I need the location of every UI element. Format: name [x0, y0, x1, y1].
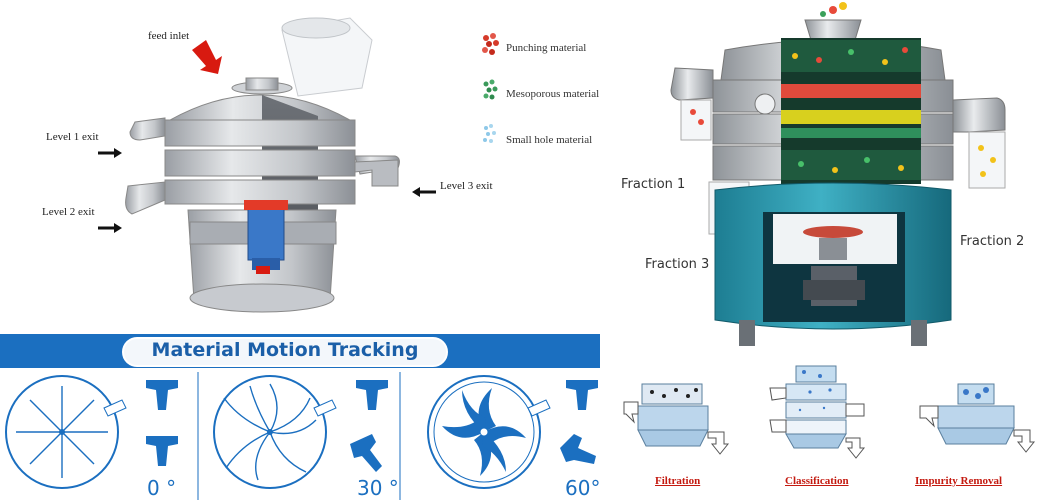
exit-arrows [98, 148, 436, 233]
level3-exit-label: Level 3 exit [440, 180, 493, 192]
sieve-machine-cutaway-diagram [670, 2, 1006, 346]
classification-diagram [769, 365, 866, 459]
spiral-motion-30-icon [213, 375, 337, 489]
mode-impurity-removal-label: Impurity Removal [915, 475, 1003, 487]
angle-30-label: 30 ° [357, 476, 399, 500]
level3-arrow-icon [412, 187, 436, 197]
legend-small-hole-label: Small hole material [506, 134, 593, 146]
weight-setting-0-icon [146, 380, 178, 466]
angle-0-label: 0 ° [147, 476, 177, 500]
sieve-cross-section-diagram [125, 17, 400, 313]
motion-tracking-title-pill [122, 337, 448, 367]
mesoporous-material-swatch [483, 79, 498, 100]
feed-inlet-label: feed inlet [148, 30, 190, 42]
punching-material-swatch [482, 33, 499, 55]
mode-classification-label: Classification [785, 475, 849, 487]
level1-exit-label: Level 1 exit [46, 131, 99, 143]
small-hole-material-swatch [483, 124, 496, 143]
filtration-diagram [623, 383, 730, 455]
operating-modes-diagrams [623, 365, 1036, 459]
level2-exit-label: Level 2 exit [42, 206, 95, 218]
legend-swatches [482, 33, 499, 143]
fraction3-label: Fraction 3 [645, 257, 710, 272]
weight-setting-30-icon [350, 380, 388, 472]
sieve-deck-contents [781, 40, 921, 180]
level2-arrow-icon [98, 223, 122, 233]
weight-setting-60-icon [560, 380, 598, 464]
mode-filtration-label: Filtration [655, 475, 701, 487]
legend-punching-label: Punching material [506, 42, 587, 54]
feed-arrow-icon [192, 40, 222, 74]
fraction1-label: Fraction 1 [621, 177, 686, 192]
material-bag-icon [281, 17, 373, 97]
pinwheel-motion-60-icon [427, 375, 551, 489]
radial-motion-0-icon [5, 375, 127, 489]
level1-arrow-icon [98, 148, 122, 158]
motion-tracking-title: Material Motion Tracking [151, 339, 419, 361]
legend-mesoporous-label: Mesoporous material [506, 88, 600, 100]
impurity-removal-diagram [919, 383, 1036, 453]
motion-tracking-panels [5, 372, 598, 500]
fraction2-label: Fraction 2 [960, 234, 1025, 249]
angle-60-label: 60° [565, 476, 601, 500]
